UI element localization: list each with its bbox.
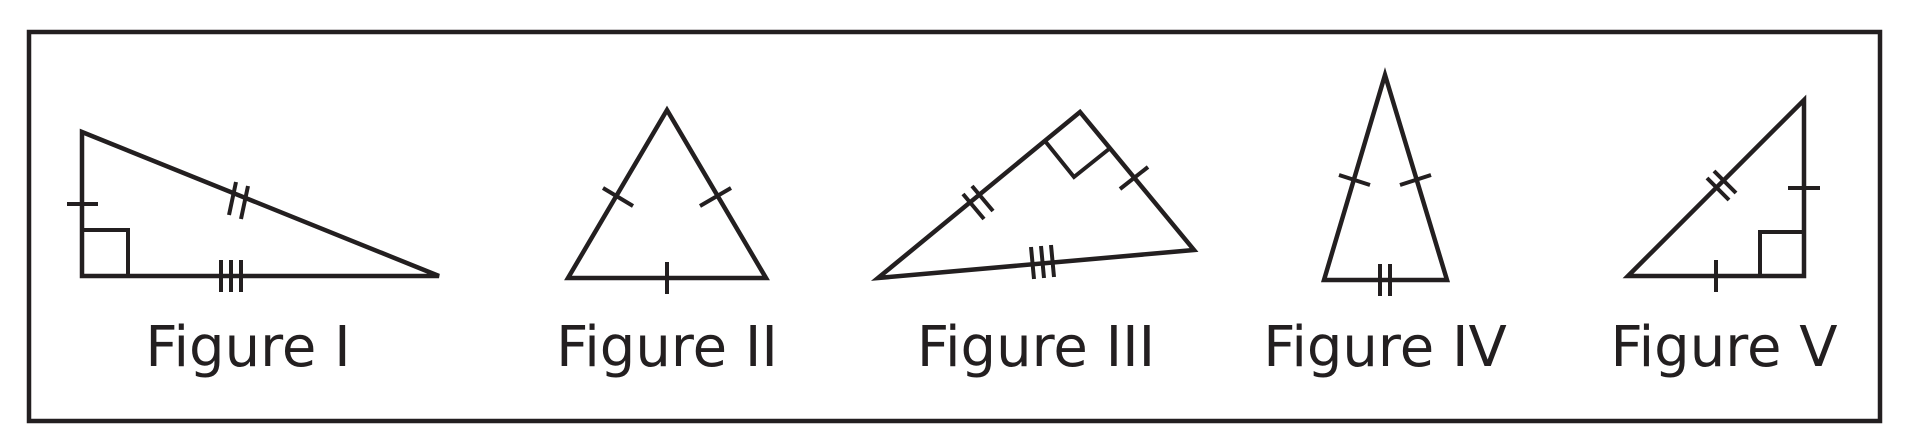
figure-3-double-tick xyxy=(961,184,995,221)
figure-1-double-tick xyxy=(227,181,250,220)
figure-5-label: Figure V xyxy=(1610,315,1837,380)
figure-3: Figure III xyxy=(870,108,1199,380)
figure-3-triangle xyxy=(870,108,1199,281)
figure-4-triangle xyxy=(1320,67,1451,283)
figure-2-right-tick xyxy=(698,186,733,208)
figure-4-right-tick xyxy=(1399,173,1432,187)
figure-3-single-tick xyxy=(1118,165,1150,191)
figure-1: Figure I xyxy=(67,128,440,380)
figure-2-triangle xyxy=(564,105,770,281)
figure-5: Figure V xyxy=(1610,94,1838,380)
figure-1-triangle xyxy=(79,128,440,279)
figure-1-right-angle-mark xyxy=(82,228,130,276)
figure-2-label: Figure II xyxy=(556,315,778,380)
figure-2-left-tick xyxy=(601,186,635,208)
figure-2: Figure II xyxy=(556,105,778,380)
figure-1-triple-tick xyxy=(219,260,243,292)
figure-5-double-tick xyxy=(1705,169,1738,202)
figure-4-double-tick xyxy=(1378,264,1392,296)
figure-4: Figure IV xyxy=(1263,67,1507,380)
figure-5-right-angle-mark xyxy=(1758,230,1804,276)
figure-3-right-angle-mark xyxy=(1043,139,1111,180)
figure-1-label: Figure I xyxy=(145,315,350,380)
figure-3-label: Figure III xyxy=(917,315,1155,380)
figure-3-triple-tick xyxy=(1029,244,1056,280)
outer-frame xyxy=(26,29,1883,424)
figure-4-left-tick xyxy=(1338,173,1371,187)
figure-4-label: Figure IV xyxy=(1263,315,1507,380)
